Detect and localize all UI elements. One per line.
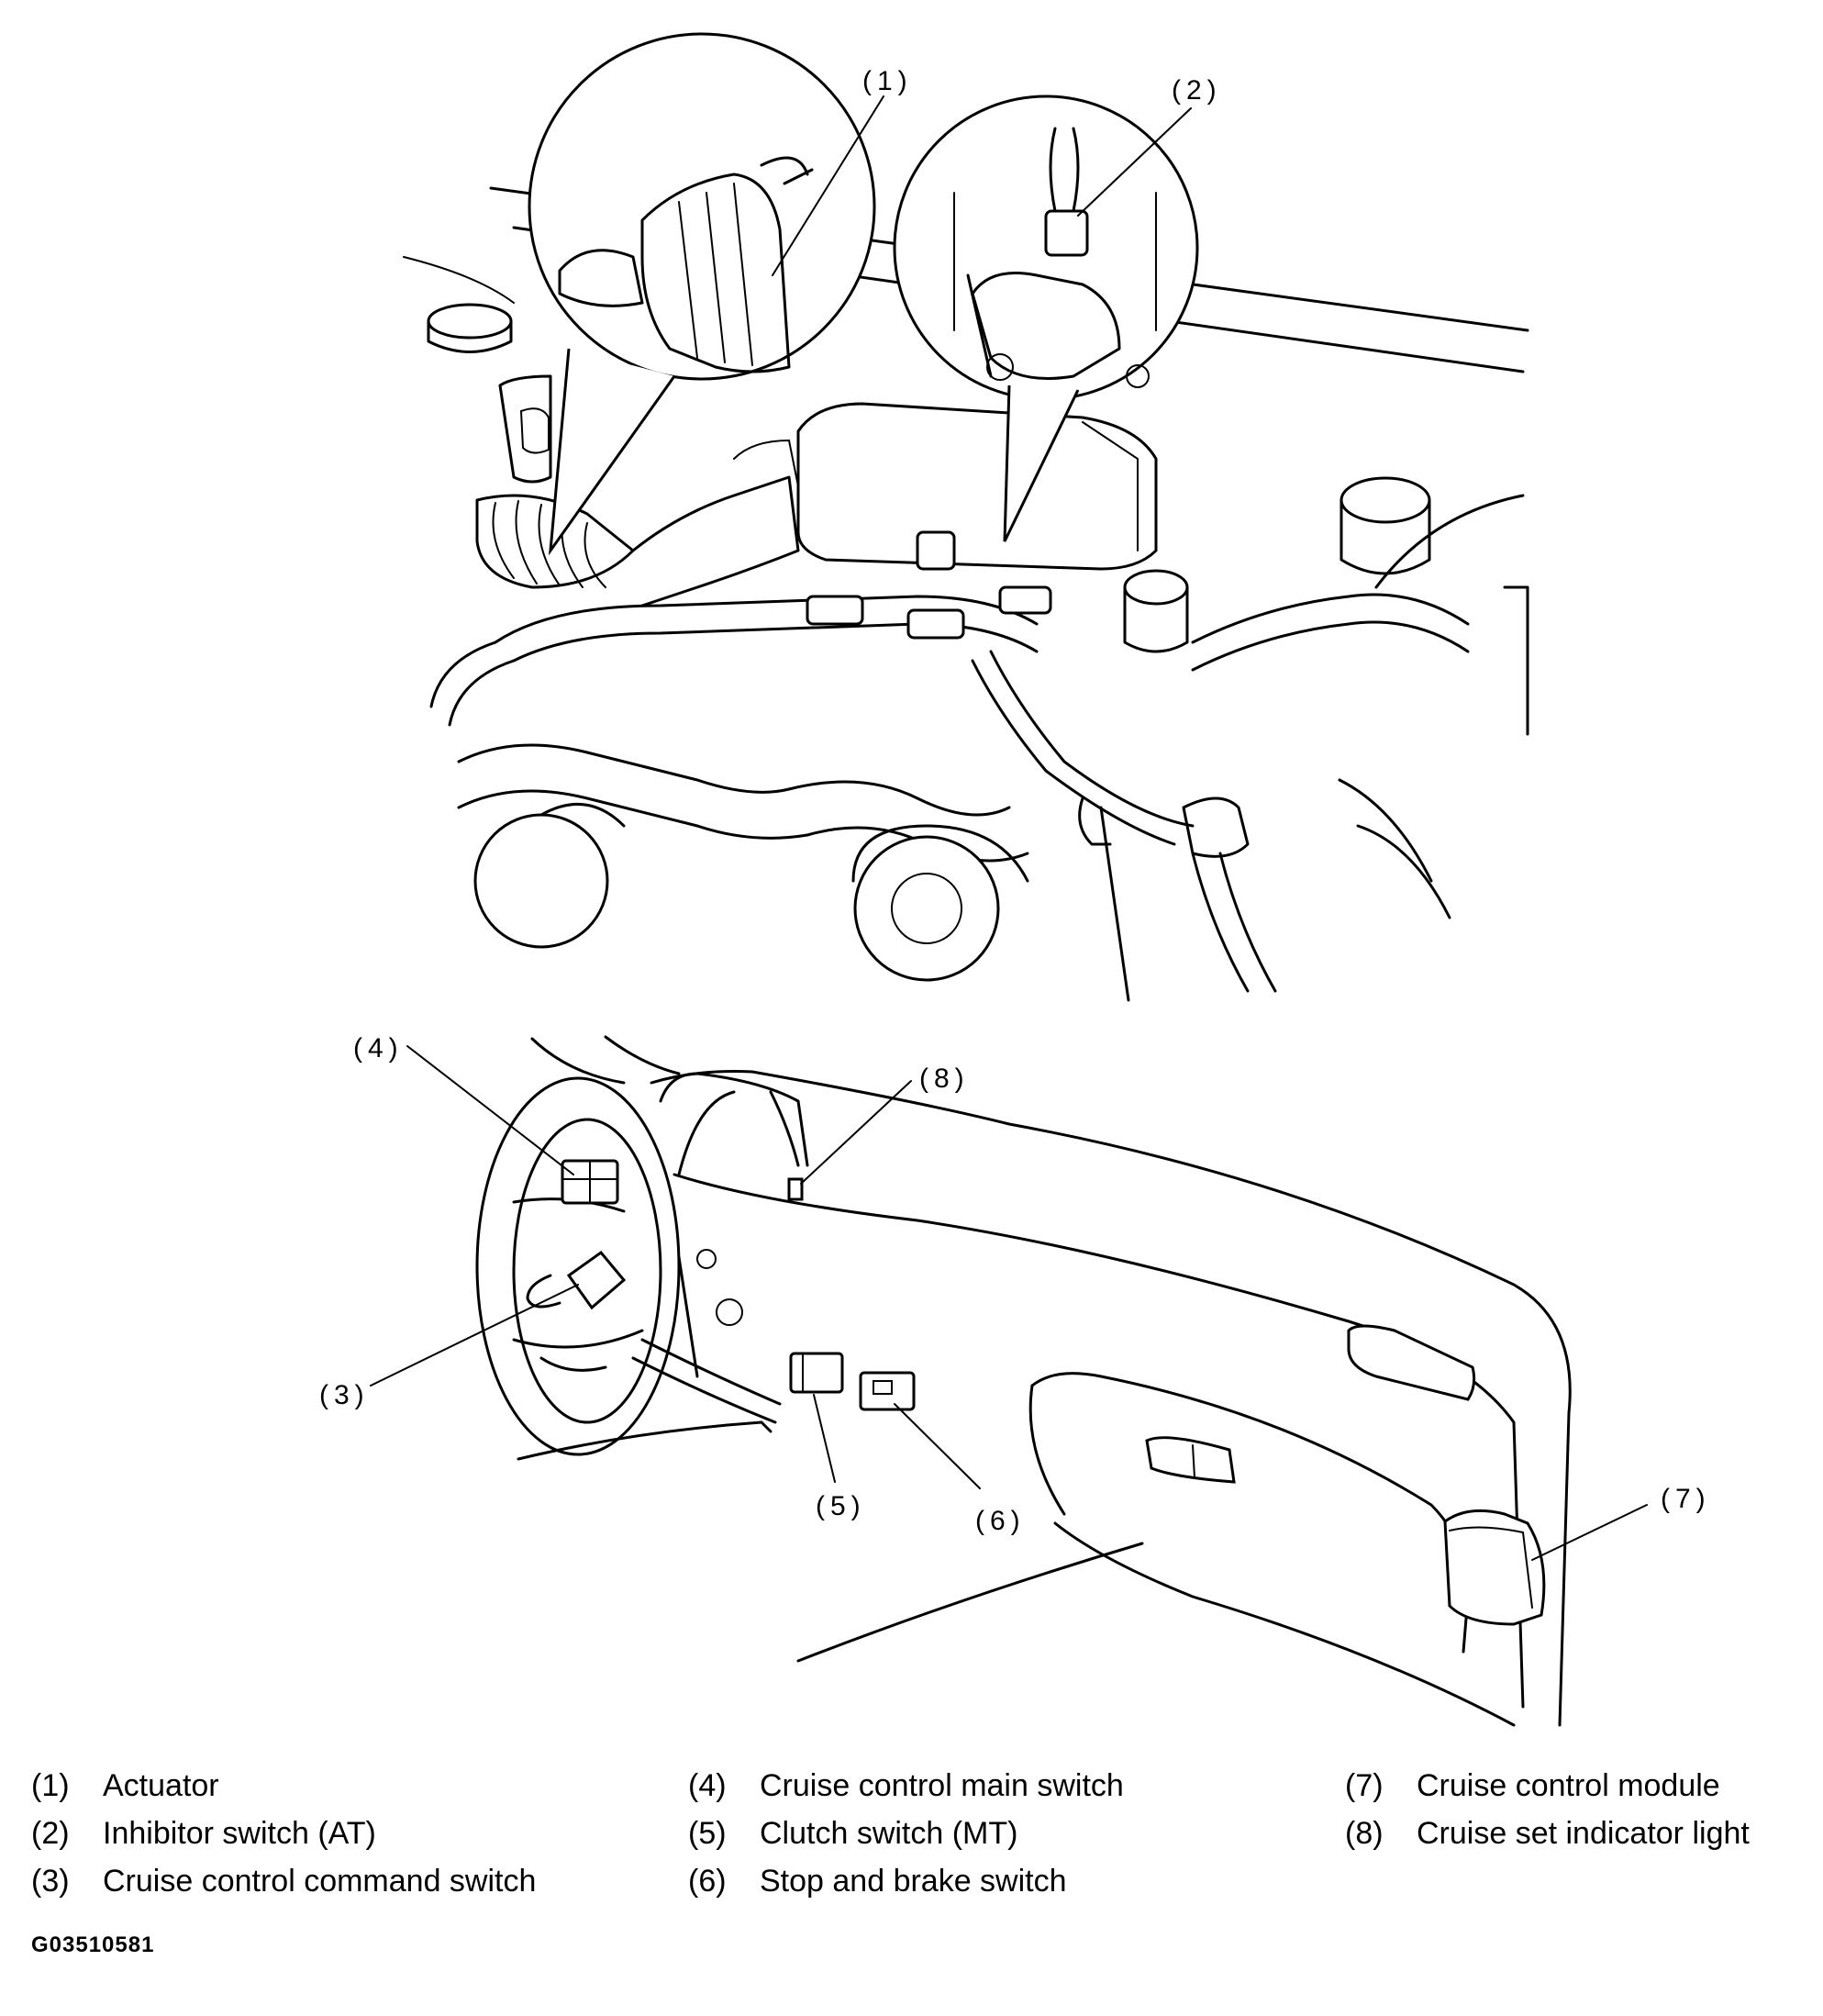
leader-line-4 xyxy=(406,1045,574,1175)
legend-label: Actuator xyxy=(103,1768,219,1803)
legend-label: Cruise set indicator light xyxy=(1417,1816,1750,1851)
legend-label: Cruise control main switch xyxy=(760,1768,1124,1803)
callout-6: (6) xyxy=(975,1506,1026,1536)
legend-number: (5) xyxy=(688,1816,727,1851)
legend-item-3: (3) Cruise control command switch xyxy=(31,1857,628,1905)
leader-line-8 xyxy=(800,1080,912,1185)
leader-line-5 xyxy=(813,1394,836,1483)
leader-line-7 xyxy=(1531,1504,1648,1561)
legend-label: Cruise control module xyxy=(1417,1768,1720,1803)
legend-item-6: (6) Stop and brake switch xyxy=(688,1857,1239,1905)
legend-item-2: (2) Inhibitor switch (AT) xyxy=(31,1810,628,1857)
callout-1: (1) xyxy=(862,66,913,96)
legend-column-1: (1) Actuator (2) Inhibitor switch (AT) (… xyxy=(31,1762,628,1905)
legend-number: (6) xyxy=(688,1864,727,1899)
callout-8: (8) xyxy=(919,1064,970,1094)
dashboard-illustration xyxy=(475,1035,1572,1727)
legend-item-5: (5) Clutch switch (MT) xyxy=(688,1810,1239,1857)
callout-5: (5) xyxy=(816,1491,866,1521)
callout-3: (3) xyxy=(319,1380,370,1410)
legend-number: (8) xyxy=(1345,1816,1384,1851)
callout-7: (7) xyxy=(1661,1484,1711,1514)
callout-4: (4) xyxy=(353,1033,404,1064)
legend-item-7: (7) Cruise control module xyxy=(1345,1762,1817,1810)
legend-number: (4) xyxy=(688,1768,727,1803)
leader-line-1 xyxy=(772,95,884,276)
callout-2: (2) xyxy=(1172,75,1222,106)
diagram-figure: (1) (2) (3) (4) (5) (6) (7) (8) xyxy=(319,32,1711,1727)
legend-item-8: (8) Cruise set indicator light xyxy=(1345,1810,1817,1857)
leader-line-3 xyxy=(370,1284,579,1387)
legend-column-2: (4) Cruise control main switch (5) Clutc… xyxy=(688,1762,1239,1905)
legend-label: Inhibitor switch (AT) xyxy=(103,1816,376,1851)
legend-label: Clutch switch (MT) xyxy=(760,1816,1018,1851)
legend-number: (7) xyxy=(1345,1768,1384,1803)
legend-number: (2) xyxy=(31,1816,70,1851)
leader-line-2 xyxy=(1077,107,1192,217)
legend: (1) Actuator (2) Inhibitor switch (AT) (… xyxy=(0,1762,1823,1945)
legend-item-1: (1) Actuator xyxy=(31,1762,628,1810)
leader-lines xyxy=(370,95,1648,1561)
leader-line-6 xyxy=(894,1403,981,1489)
legend-label: Stop and brake switch xyxy=(760,1864,1067,1899)
legend-item-4: (4) Cruise control main switch xyxy=(688,1762,1239,1810)
engine-bay-illustration xyxy=(403,32,1529,1002)
legend-column-3: (7) Cruise control module (8) Cruise set… xyxy=(1345,1762,1817,1857)
figure-code: G03510581 xyxy=(31,1932,155,1957)
legend-label: Cruise control command switch xyxy=(103,1864,537,1899)
legend-number: (3) xyxy=(31,1864,70,1899)
legend-number: (1) xyxy=(31,1768,70,1803)
